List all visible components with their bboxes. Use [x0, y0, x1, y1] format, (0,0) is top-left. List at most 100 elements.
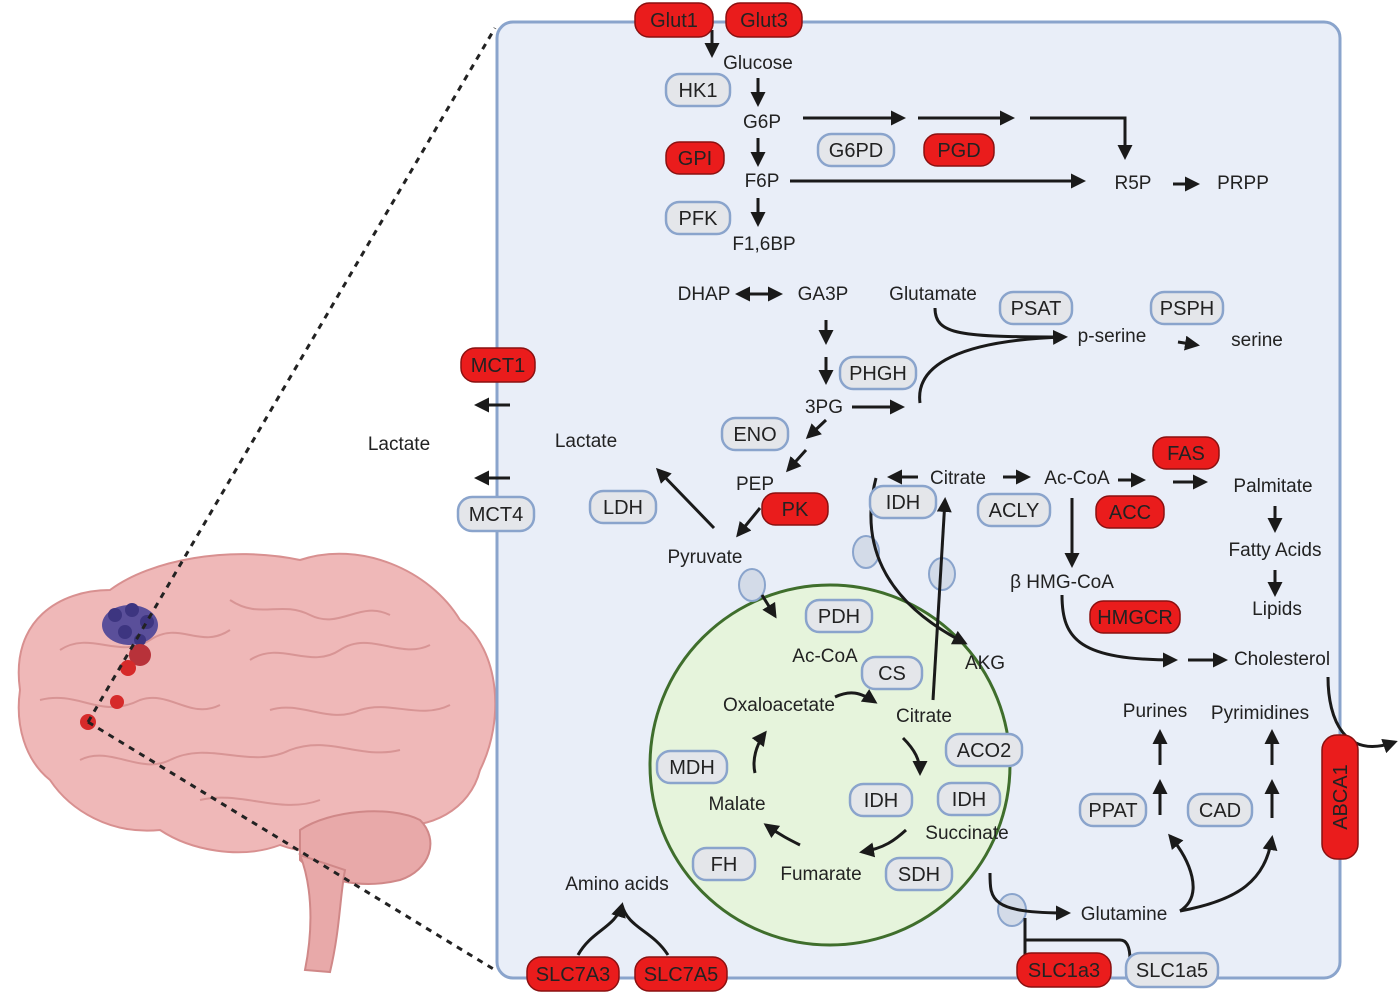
eno-enzyme-label: ENO — [733, 424, 776, 446]
ppat-enzyme-label: PPAT — [1088, 800, 1137, 822]
slc7a3-transporter-label: SLC7A3 — [536, 964, 611, 986]
acly-enzyme-label: ACLY — [989, 500, 1040, 522]
hk1-enzyme-label: HK1 — [679, 80, 718, 102]
pfk-enzyme-shape — [664, 200, 732, 236]
f6p-label: F6P — [745, 171, 780, 192]
p-serine-label: p-serine — [1078, 326, 1147, 347]
malate-label: Malate — [708, 794, 765, 815]
psat-enzyme: PSAT — [998, 290, 1074, 326]
succinate-label: Succinate — [925, 823, 1008, 844]
glut3-transporter-label: Glut3 — [740, 10, 788, 32]
pk-enzyme: PK — [761, 492, 829, 526]
ldh-enzyme: LDH — [588, 489, 658, 525]
ldh-enzyme-shape — [588, 489, 658, 525]
idh-cytosolic-enzyme: IDH — [868, 484, 938, 520]
glut1-transporter-shape — [634, 2, 714, 38]
oxaloacetate-label: Oxaloacetate — [723, 695, 835, 716]
lipids-label: Lipids — [1252, 599, 1302, 620]
ldh-enzyme-label: LDH — [603, 497, 643, 519]
dhap-label: DHAP — [678, 284, 731, 305]
idh-enzyme-b: IDH — [936, 781, 1002, 817]
pfk-enzyme: PFK — [664, 200, 732, 236]
mdh-enzyme-label: MDH — [669, 757, 715, 779]
cs-enzyme-shape — [860, 655, 924, 691]
idh-enzyme-a: IDH — [848, 782, 914, 818]
ppat-enzyme: PPAT — [1078, 792, 1148, 828]
cs-enzyme-label: CS — [878, 663, 906, 685]
idh-enzyme-a-label: IDH — [864, 790, 898, 812]
citrate-cytosolic-label: Citrate — [930, 468, 986, 489]
gpi-enzyme-label: GPI — [678, 148, 712, 170]
fh-enzyme: FH — [691, 846, 757, 882]
slc7a5-transporter-label: SLC7A5 — [644, 964, 719, 986]
ppat-enzyme-shape — [1078, 792, 1148, 828]
pathway-arrows — [474, 30, 1398, 961]
tumor-mass — [80, 603, 158, 730]
aco2-enzyme-label: ACO2 — [957, 740, 1011, 762]
abca1-transporter-label: ABCA1 — [1330, 764, 1352, 830]
g6p-label: G6P — [743, 112, 781, 133]
fh-enzyme-shape — [691, 846, 757, 882]
pep-label: PEP — [736, 474, 774, 495]
phgh-enzyme: PHGH — [838, 355, 918, 391]
psat-enzyme-shape — [998, 290, 1074, 326]
g6pd-enzyme-label: G6PD — [829, 140, 883, 162]
eno-enzyme-shape — [720, 416, 790, 452]
phgh-enzyme-label: PHGH — [849, 363, 907, 385]
psat-enzyme-label: PSAT — [1011, 298, 1062, 320]
glut3-transporter: Glut3 — [725, 2, 803, 38]
slc7a5-transporter-shape — [634, 956, 728, 992]
sdh-enzyme-label: SDH — [898, 864, 940, 886]
fumarate-label: Fumarate — [780, 864, 861, 885]
slc1a3-transporter: SLC1a3 — [1016, 952, 1112, 988]
eno-enzyme: ENO — [720, 416, 790, 452]
sdh-enzyme-shape — [884, 856, 954, 892]
fatty-acids-label: Fatty Acids — [1229, 540, 1322, 561]
slc1a5-transporter: SLC1a5 — [1124, 951, 1220, 989]
idh-enzyme-b-label: IDH — [952, 789, 986, 811]
mct4-transporter-shape — [456, 495, 536, 533]
purines-label: Purines — [1123, 701, 1187, 722]
glucose-label: Glucose — [723, 53, 793, 74]
pgd-enzyme: PGD — [923, 133, 995, 167]
hk1-enzyme-shape — [664, 72, 732, 108]
sdh-enzyme: SDH — [884, 856, 954, 892]
glut1-transporter-label: Glut1 — [650, 10, 698, 32]
hk1-enzyme: HK1 — [664, 72, 732, 108]
akg-label: AKG — [965, 653, 1005, 674]
idh-enzyme-a-shape — [848, 782, 914, 818]
fh-enzyme-label: FH — [711, 854, 738, 876]
pk-enzyme-shape — [761, 492, 829, 526]
zoom-line-top — [86, 27, 497, 723]
idh-cytosolic-enzyme-label: IDH — [886, 492, 920, 514]
mct1-transporter-shape — [460, 347, 536, 383]
r5p-label: R5P — [1115, 173, 1152, 194]
amino-acids-label: Amino acids — [565, 874, 669, 895]
hmgcr-enzyme-label: HMGCR — [1097, 607, 1173, 629]
hmgcr-enzyme-shape — [1089, 600, 1181, 634]
acly-enzyme-shape — [976, 492, 1052, 528]
pfk-enzyme-label: PFK — [679, 208, 719, 230]
slc7a5-transporter: SLC7A5 — [634, 956, 728, 992]
mct4-transporter-label: MCT4 — [469, 504, 523, 526]
mdh-enzyme: MDH — [655, 749, 729, 785]
brain-stem — [298, 853, 347, 974]
slc1a5-transporter-shape — [1124, 951, 1220, 989]
lactate-extracellular-label: Lactate — [368, 434, 430, 455]
slc7a3-transporter-shape — [526, 956, 620, 992]
mct1-transporter: MCT1 — [460, 347, 536, 383]
pdh-enzyme-label: PDH — [818, 606, 860, 628]
zoom-line-bottom — [87, 720, 496, 972]
g6pd-enzyme: G6PD — [816, 132, 896, 168]
cad-enzyme-label: CAD — [1199, 800, 1241, 822]
aco2-enzyme: ACO2 — [944, 732, 1024, 768]
hmg-coa-label: β HMG-CoA — [1010, 572, 1114, 593]
citrate-mito-label: Citrate — [896, 706, 952, 727]
gpi-enzyme: GPI — [665, 141, 725, 175]
abca1-transporter: ABCA1 — [1321, 734, 1359, 860]
glutamine-label: Glutamine — [1081, 904, 1168, 925]
serine-label: serine — [1231, 330, 1283, 351]
acc-enzyme-shape — [1095, 495, 1165, 529]
pdh-enzyme: PDH — [804, 598, 874, 634]
